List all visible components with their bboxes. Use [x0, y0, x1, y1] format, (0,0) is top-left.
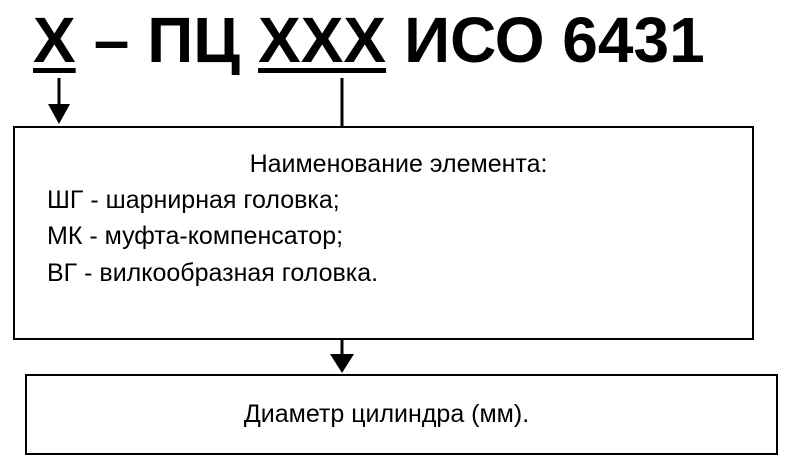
- element-name-heading: Наименование элемента:: [249, 150, 548, 178]
- element-item-vg: ВГ - вилкообразная головка.: [47, 259, 379, 287]
- element-name-box: Наименование элемента: ШГ - шарнирная го…: [13, 126, 754, 340]
- designation-diameter-code: ХХХ: [258, 4, 387, 76]
- cylinder-diameter-label: Диаметр цилиндра (мм).: [243, 400, 530, 428]
- cylinder-diameter-box: Диаметр цилиндра (мм).: [25, 374, 778, 455]
- designation-dash: –: [93, 4, 130, 76]
- designation-element-code: Х: [33, 4, 76, 76]
- connector-element-arrowhead: [48, 104, 70, 124]
- connector-to-diameter-arrowhead: [330, 354, 354, 373]
- designation-standard: ИСО 6431: [404, 4, 705, 76]
- element-item-mk: МК - муфта-компенсатор;: [47, 222, 344, 250]
- element-item-shg: ШГ - шарнирная головка;: [47, 186, 340, 214]
- designation-type-code: ПЦ: [147, 4, 241, 76]
